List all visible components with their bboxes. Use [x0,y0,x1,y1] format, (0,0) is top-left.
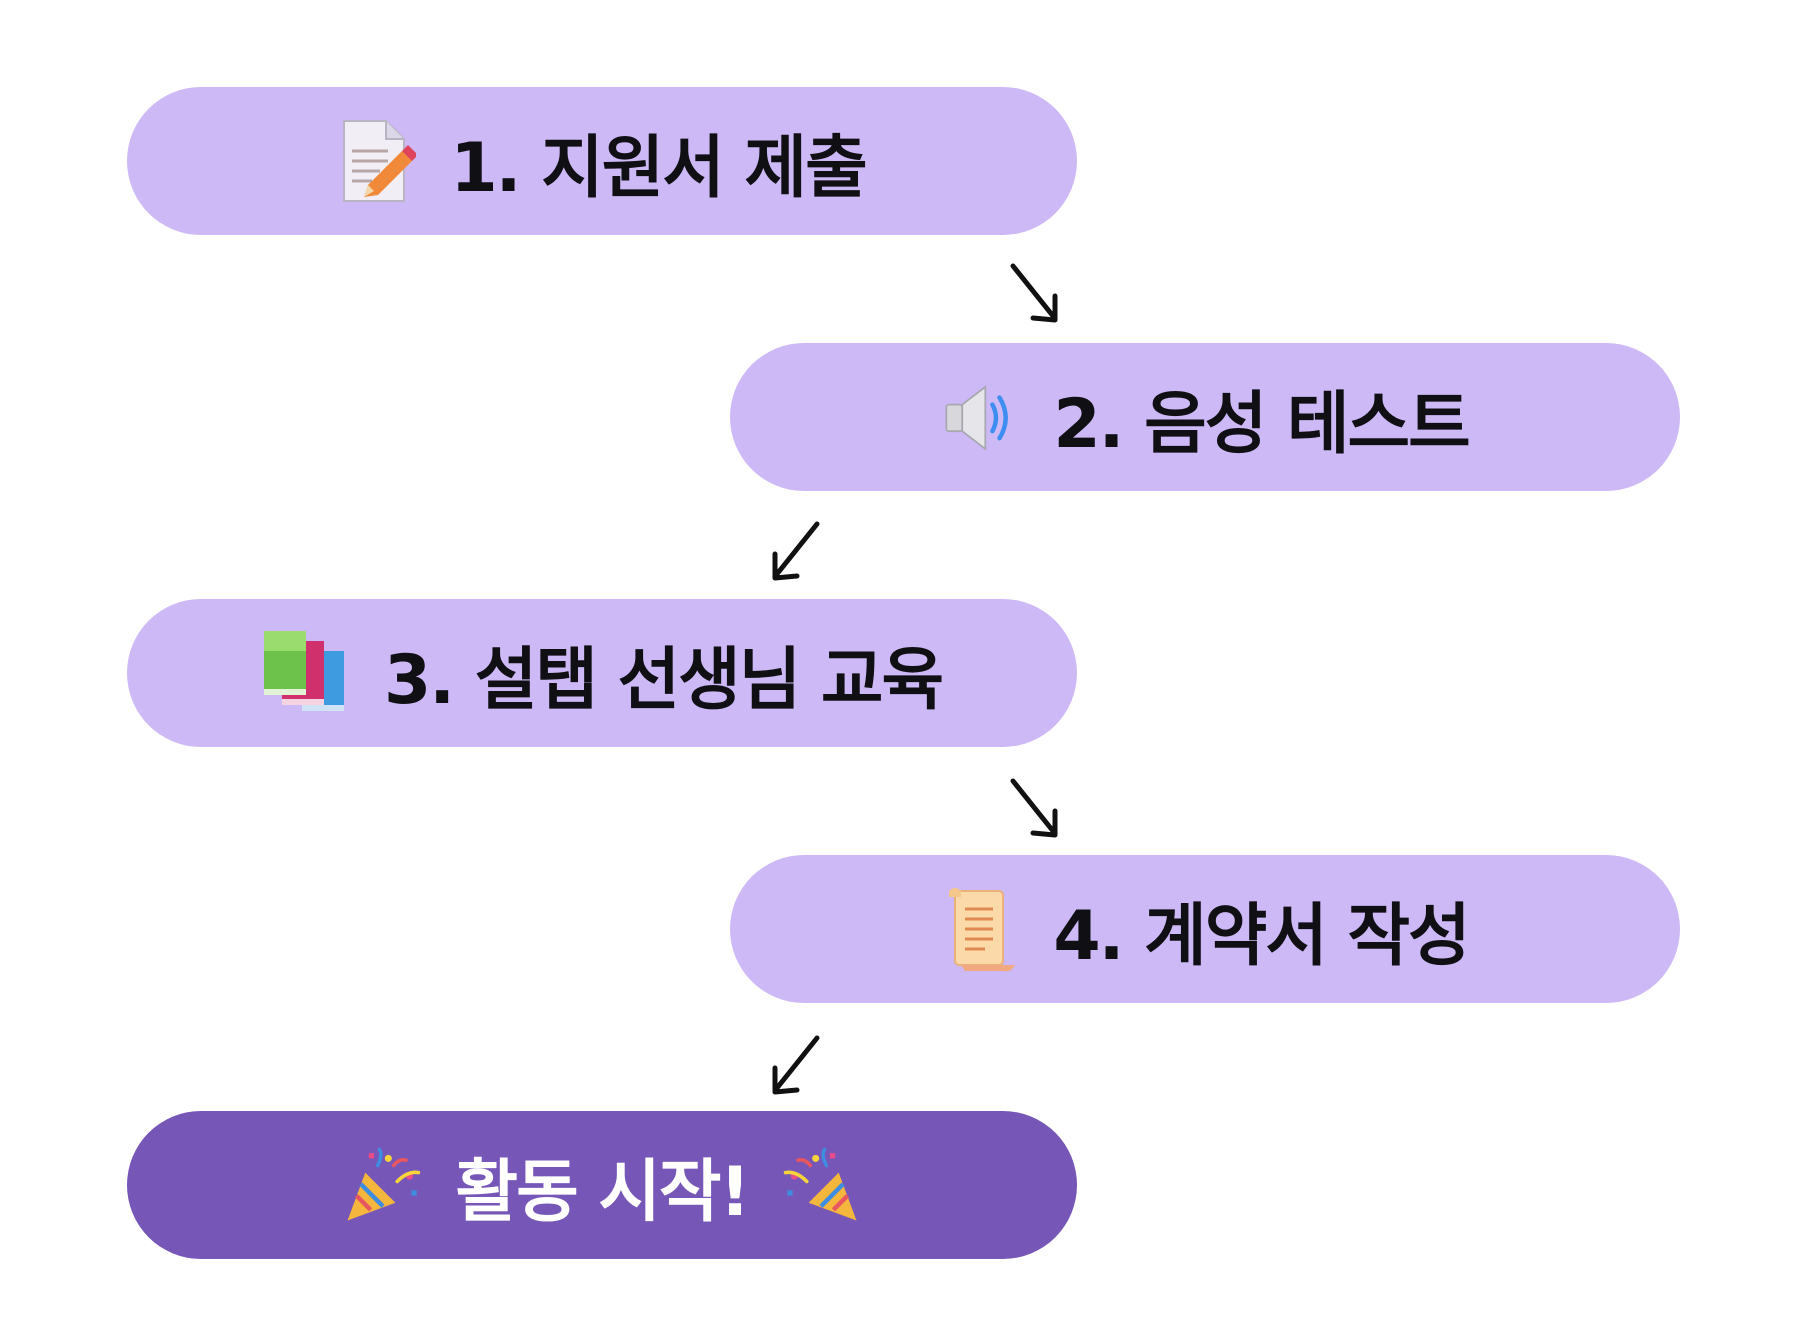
step-1-box: 1. 지원서 제출 [127,87,1077,235]
step-2-label: 2. 음성 테스트 [1053,384,1470,464]
arrow-down-left-1 [765,518,825,588]
memo-pencil-icon [343,120,417,202]
final-step-label: 활동 시작! [455,1152,751,1232]
step-4-label: 4. 계약서 작성 [1053,896,1470,976]
step-1-label: 1. 지원서 제출 [450,128,867,208]
party-popper-icon [784,1147,857,1221]
arrow-down-right-1 [1005,260,1065,330]
final-step-box: 활동 시작! [127,1111,1077,1259]
scroll-icon [949,888,1016,972]
step-3-box: 3. 설탭 선생님 교육 [127,599,1077,747]
arrow-down-left-2 [765,1032,825,1102]
books-icon [263,631,344,711]
step-4-box: 4. 계약서 작성 [730,855,1680,1003]
step-2-box: 2. 음성 테스트 [730,343,1680,491]
arrow-down-right-2 [1005,775,1065,845]
party-popper-icon [347,1147,420,1221]
speaker-icon [945,385,1009,451]
step-3-label: 3. 설탭 선생님 교육 [383,640,944,720]
